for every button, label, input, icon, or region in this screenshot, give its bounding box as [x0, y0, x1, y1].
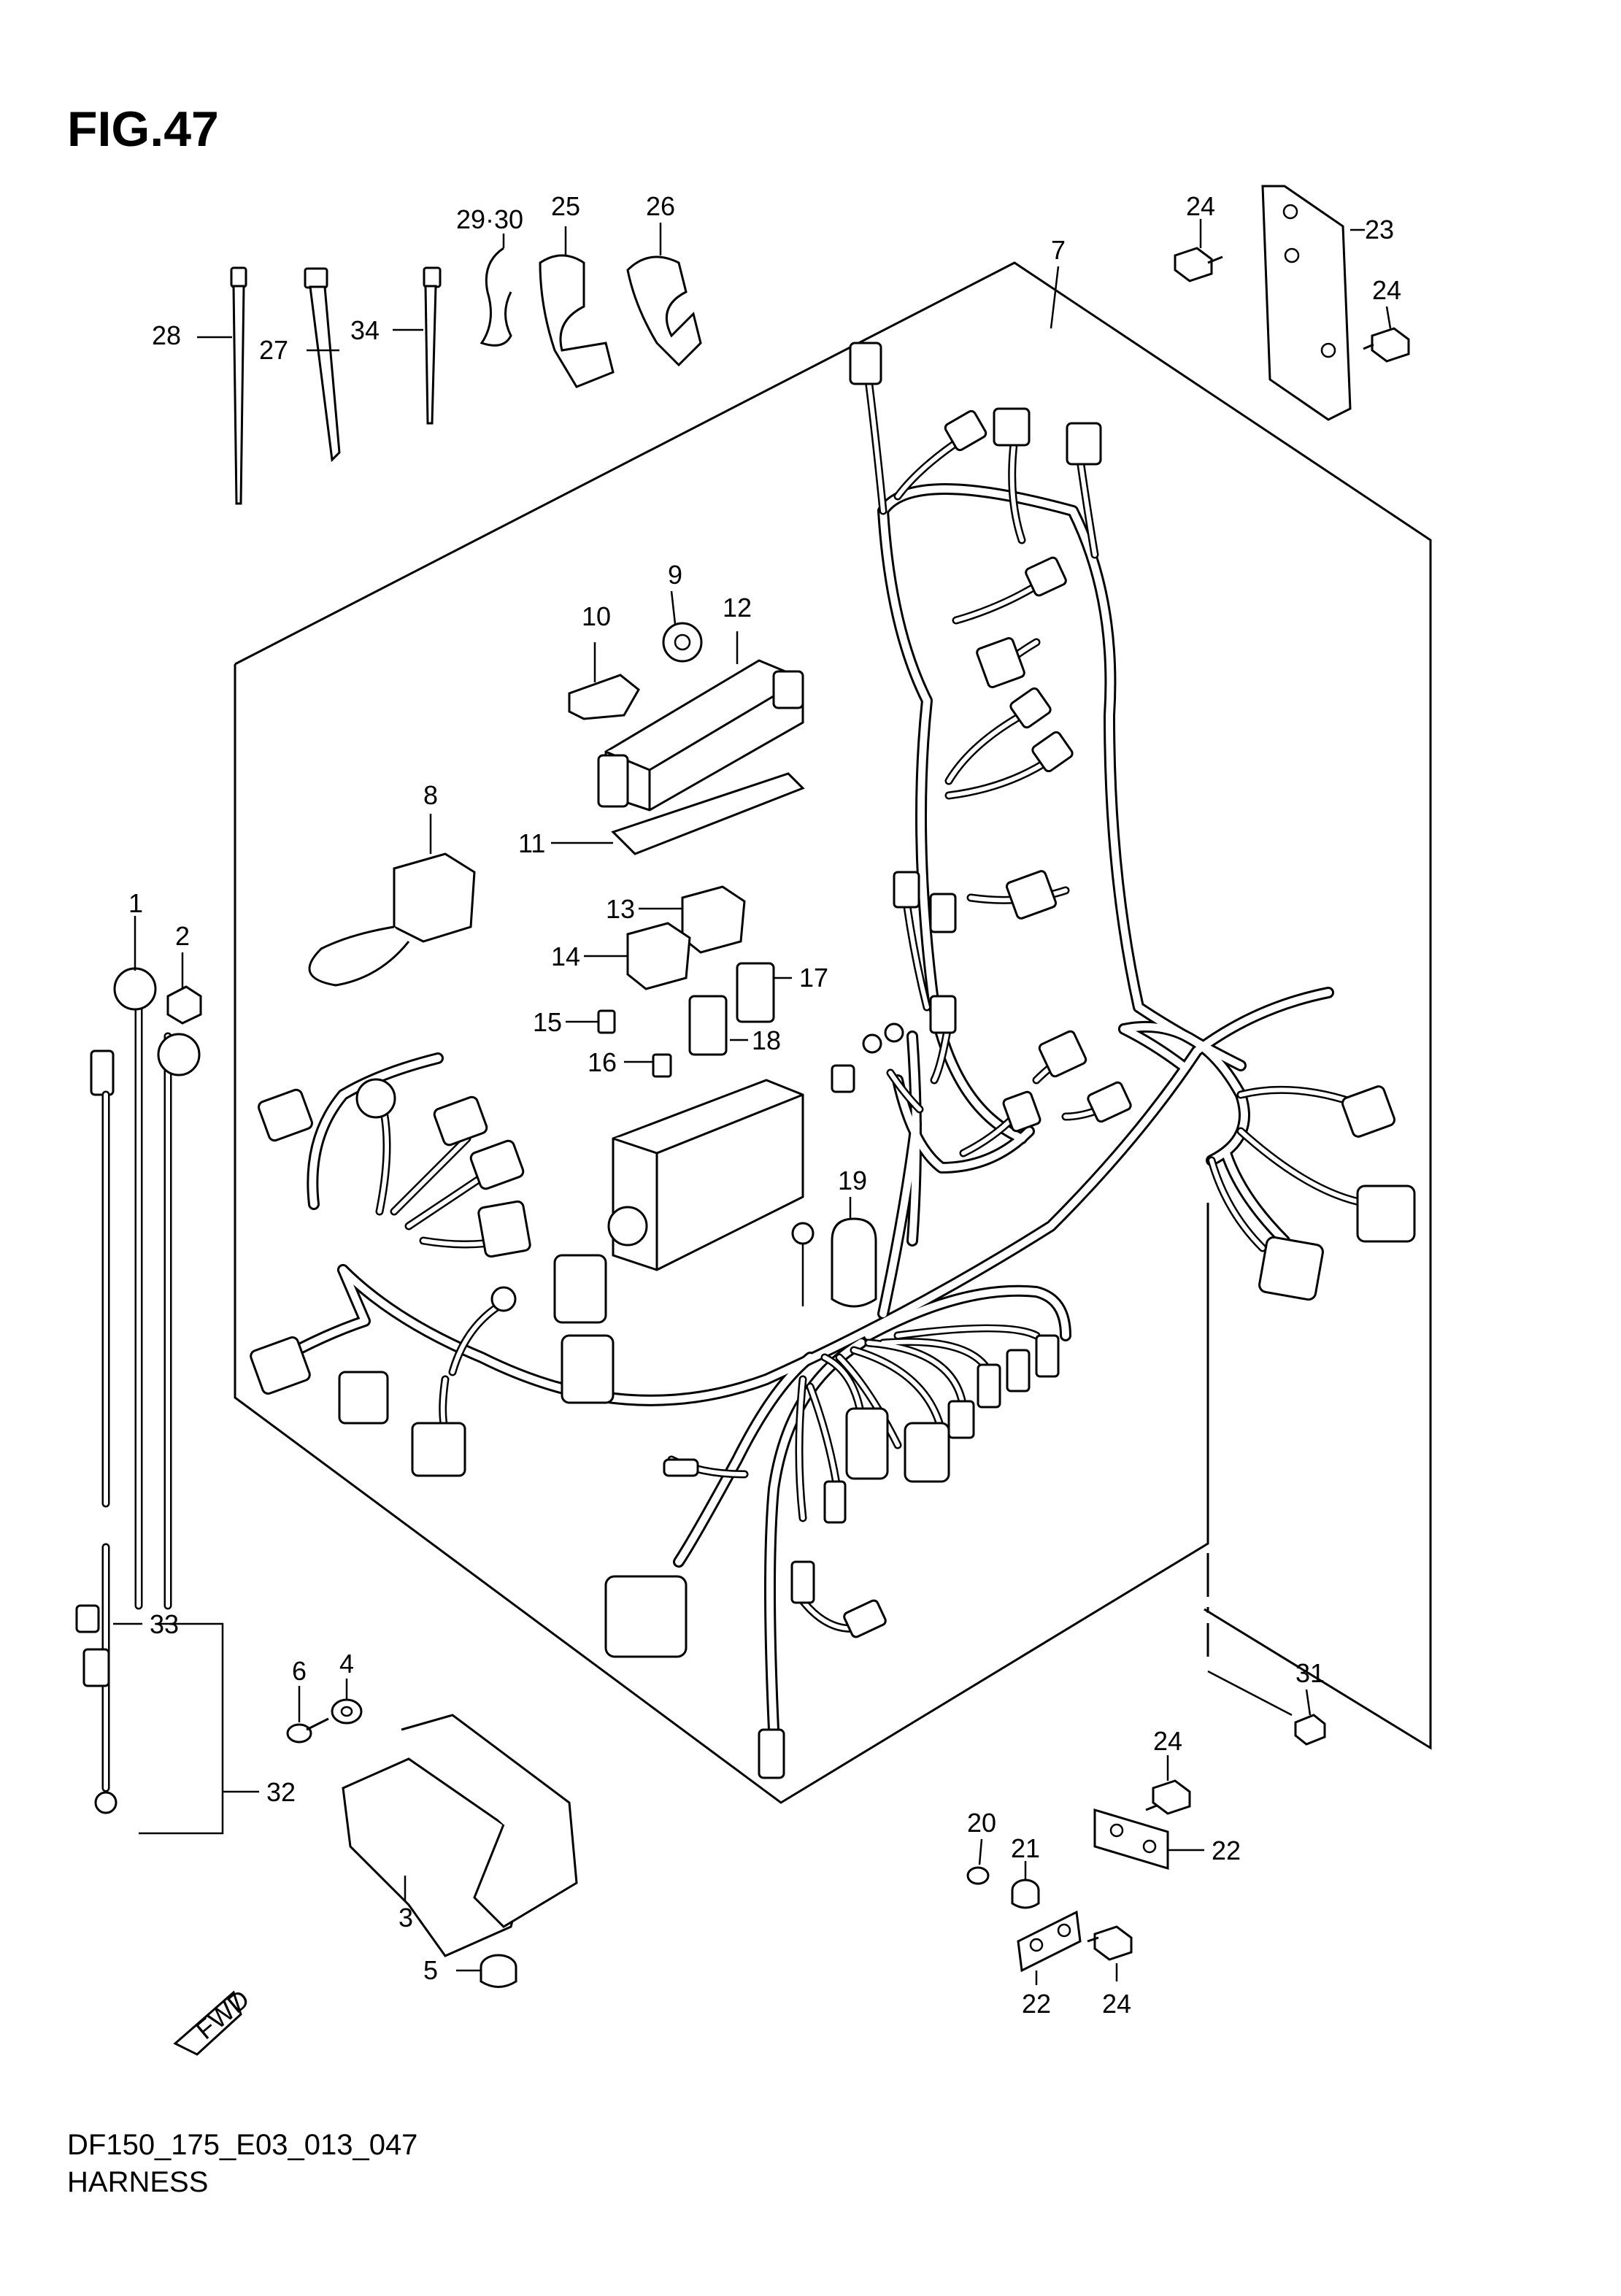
- relay-14: [626, 922, 691, 990]
- callout-14: 14: [551, 941, 580, 971]
- cap-19: [831, 1217, 877, 1308]
- callout-32: 32: [266, 1777, 296, 1807]
- callout-16: 16: [588, 1047, 617, 1077]
- callout-5: 5: [423, 1955, 438, 1985]
- main-wire-harness: [264, 375, 1376, 1736]
- callout-18: 18: [752, 1025, 781, 1055]
- callout-13: 13: [606, 894, 635, 924]
- callout-24b: 24: [1372, 275, 1401, 305]
- bolt-6: [286, 1717, 329, 1744]
- callout-28: 28: [152, 320, 181, 350]
- grommet-5: [480, 1954, 517, 1988]
- collar-21: [1011, 1879, 1040, 1909]
- bolt-31: [1294, 1714, 1326, 1746]
- fwd-arrow-icon: FWD: [173, 1984, 255, 2056]
- harness-assembly-outline: [234, 261, 1432, 1804]
- grommet-9: [662, 622, 703, 663]
- fuse-15: [597, 1009, 616, 1034]
- callout-7: 7: [1051, 235, 1066, 265]
- callout-29-30: 29·30: [456, 204, 523, 234]
- bolt-24a: [1174, 247, 1223, 282]
- fuse-18: [688, 995, 728, 1056]
- callout-brackets: [113, 1622, 259, 1835]
- callout-31: 31: [1295, 1658, 1325, 1688]
- washer-4: [331, 1698, 363, 1725]
- callout-19: 19: [838, 1166, 867, 1195]
- fuse-box-12: [597, 659, 804, 812]
- callout-33: 33: [150, 1609, 179, 1639]
- cable-tie-27: [304, 267, 341, 463]
- clamp-22a: [1093, 1808, 1169, 1871]
- bolt-24d: [1087, 1925, 1133, 1961]
- callout-1: 1: [128, 888, 143, 918]
- callout-3: 3: [398, 1903, 413, 1933]
- callout-26: 26: [646, 191, 675, 221]
- figure-code: DF150_175_E03_013_047: [67, 2129, 417, 2161]
- clamp-25: [539, 254, 615, 388]
- callout-25: 25: [551, 191, 580, 221]
- callout-2: 2: [175, 921, 190, 951]
- callout-12: 12: [723, 593, 752, 623]
- washer-20: [966, 1866, 990, 1885]
- callout-20: 20: [967, 1808, 996, 1838]
- fuse-17: [736, 962, 775, 1023]
- callout-24c: 24: [1153, 1726, 1182, 1756]
- clamp-22b: [1017, 1910, 1082, 1973]
- fuse-16: [652, 1053, 672, 1078]
- callout-11: 11: [518, 828, 545, 858]
- relay-13: [681, 885, 746, 954]
- clip-29-30: [480, 247, 512, 347]
- callout-6: 6: [292, 1656, 307, 1686]
- cover-3: [342, 1714, 578, 1957]
- relay-8: [308, 852, 476, 987]
- callout-4: 4: [339, 1649, 354, 1679]
- battery-cable-1: [90, 967, 201, 1610]
- callout-22a: 22: [1212, 1835, 1241, 1865]
- figure-name: HARNESS: [67, 2166, 208, 2198]
- callout-9: 9: [668, 560, 682, 590]
- callout-8: 8: [423, 780, 438, 810]
- harness-connectors: [250, 342, 1416, 1779]
- cable-tie-34: [423, 266, 442, 425]
- callout-34: 34: [350, 315, 380, 345]
- callout-21: 21: [1011, 1833, 1040, 1863]
- clip-10: [568, 674, 640, 720]
- leader-lines: [134, 219, 1392, 1985]
- callout-numbers: 1 2 3 4 5 6 7 8 9 10 11 12 13 14 15 16 1…: [128, 191, 1401, 2019]
- clamp-26: [626, 255, 702, 367]
- fuse-lead-33: [75, 1090, 118, 1814]
- nut-2: [166, 985, 202, 1025]
- callout-24a: 24: [1186, 191, 1215, 221]
- callout-10: 10: [582, 601, 611, 631]
- gasket-11: [611, 772, 805, 855]
- callout-17: 17: [799, 963, 828, 993]
- bolt-24b: [1363, 327, 1410, 363]
- callout-24d: 24: [1102, 1989, 1131, 2019]
- callout-22b: 22: [1022, 1989, 1051, 2019]
- bracket-23: [1261, 185, 1352, 421]
- callout-23: 23: [1365, 215, 1394, 244]
- bolt-24c: [1145, 1779, 1191, 1815]
- figure-title: FIG.47: [67, 101, 219, 157]
- junction-box: [607, 1079, 804, 1271]
- cable-tie-28: [230, 266, 247, 505]
- callout-27: 27: [259, 335, 288, 365]
- callout-15: 15: [533, 1007, 562, 1037]
